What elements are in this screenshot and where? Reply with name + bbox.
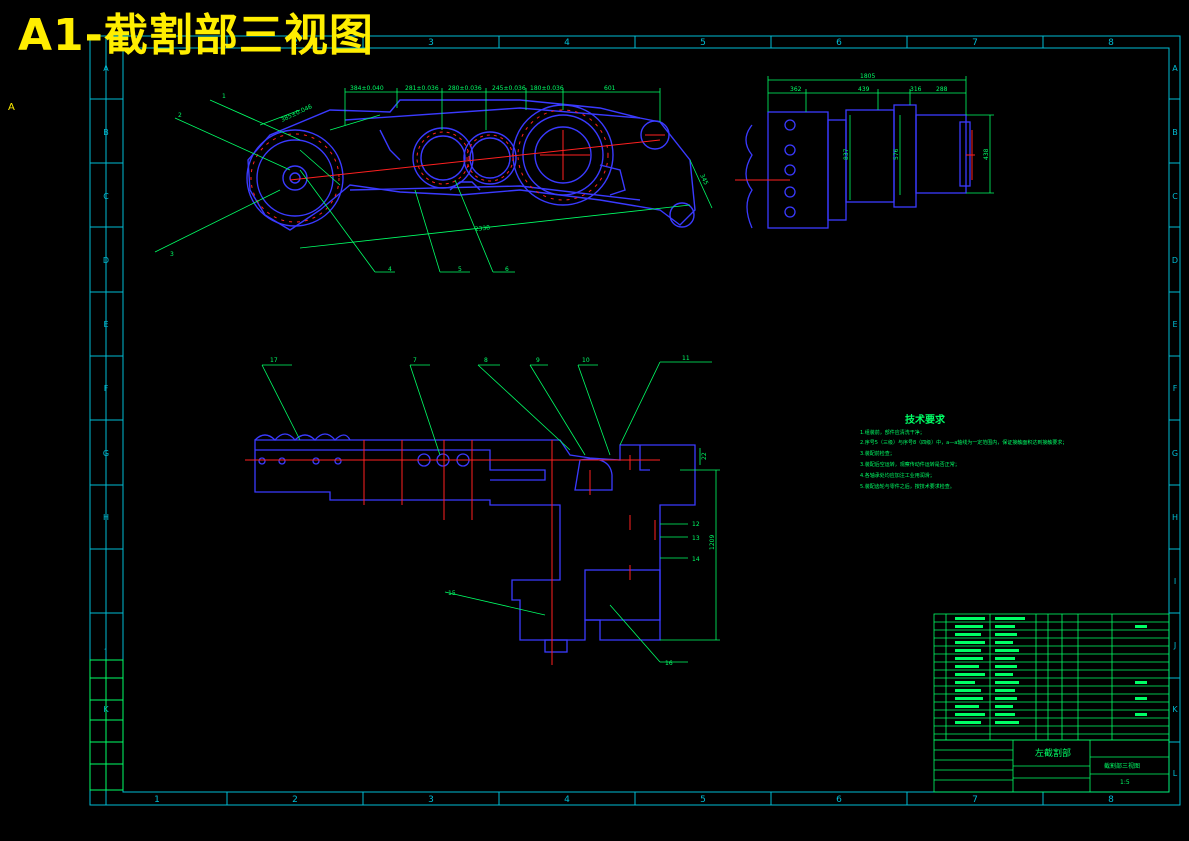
dim-288: 288 xyxy=(936,86,948,93)
parts-list xyxy=(933,613,1170,741)
svg-text:6: 6 xyxy=(836,795,842,805)
dim-601: 601 xyxy=(604,85,616,92)
svg-text:J: J xyxy=(1173,641,1176,650)
svg-text:5: 5 xyxy=(700,38,706,48)
svg-text:K: K xyxy=(1172,705,1178,714)
svg-text:4: 4 xyxy=(564,38,570,48)
tech-requirements: 技术要求 1.组装前，部件应清洗干净； 2.序号5（三级）与序号8（四级）中，a… xyxy=(860,413,1067,490)
svg-text:C: C xyxy=(103,192,109,201)
svg-text:G: G xyxy=(1172,449,1178,458)
svg-text:H: H xyxy=(103,513,109,522)
svg-text:B: B xyxy=(103,128,109,137)
svg-text:A: A xyxy=(103,64,109,73)
dim-362: 362 xyxy=(790,86,802,93)
left-stamp-table xyxy=(89,659,124,791)
dim-384: 384±0.040 xyxy=(350,85,384,92)
dim-576: 576 xyxy=(893,148,900,160)
tech-item-2: 2.序号5（三级）与序号8（四级）中，a—a轴线为一定范围内，保证接触面积达到接… xyxy=(860,439,1067,446)
balloon-16: 16 xyxy=(665,660,673,667)
svg-text:F: F xyxy=(104,384,109,393)
balloon-15: 15 xyxy=(448,590,456,597)
svg-text:8: 8 xyxy=(1108,38,1114,48)
balloon-13: 13 xyxy=(692,535,700,542)
svg-text:8: 8 xyxy=(1108,795,1114,805)
svg-text:B: B xyxy=(1172,128,1178,137)
tech-item-6: 5.装配齿轮与零件之后，按技术要求检查。 xyxy=(860,483,955,490)
svg-text:E: E xyxy=(1172,320,1177,329)
svg-text:3: 3 xyxy=(428,795,434,805)
corner-marker: A xyxy=(8,102,15,113)
svg-text:3: 3 xyxy=(428,38,434,48)
dim-316: 316 xyxy=(910,86,922,93)
dim-2338: 2338 xyxy=(474,224,490,233)
tech-item-1: 1.组装前，部件应清洗干净； xyxy=(860,429,925,436)
dim-438: 438 xyxy=(983,148,990,160)
svg-text:D: D xyxy=(103,256,109,265)
svg-text:F: F xyxy=(1173,384,1178,393)
dim-280: 280±0.036 xyxy=(448,85,482,92)
svg-text:6: 6 xyxy=(836,38,842,48)
drawing-frame xyxy=(89,35,1181,806)
balloon-17: 17 xyxy=(270,357,278,364)
svg-text:G: G xyxy=(103,449,109,458)
dim-439: 439 xyxy=(858,86,870,93)
dim-1209: 1209 xyxy=(709,535,716,550)
top-view: 384±0.040 281±0.036 280±0.036 245±0.036 … xyxy=(154,85,713,273)
svg-text:A: A xyxy=(1172,64,1178,73)
bottom-view: 17 7 8 9 10 11 12 13 14 15 16 22 1209 xyxy=(245,355,720,667)
balloon-9: 9 xyxy=(536,357,540,364)
balloon-12: 12 xyxy=(692,521,700,528)
tech-item-4: 3.装配后空运转，观察传动件运转是否正常； xyxy=(860,461,960,468)
balloon-7: 7 xyxy=(413,357,417,364)
tech-item-3: 3.装配前检查； xyxy=(860,450,895,457)
svg-text:2: 2 xyxy=(292,38,298,48)
side-view: 1805 362 439 316 288 837 576 438 xyxy=(735,73,994,229)
svg-text:I: I xyxy=(105,577,107,586)
dim-180: 180±0.036 xyxy=(530,85,564,92)
balloon-2: 2 xyxy=(178,112,182,119)
balloon-5: 5 xyxy=(458,266,462,273)
parts-list-fills xyxy=(955,617,1147,724)
svg-text:J: J xyxy=(104,641,107,650)
dim-245: 245±0.036 xyxy=(492,85,526,92)
balloon-3: 3 xyxy=(170,251,174,258)
drawing-name: 左截割部 xyxy=(1035,747,1071,759)
balloon-10: 10 xyxy=(582,357,590,364)
svg-text:I: I xyxy=(1174,577,1176,586)
title-block-text: 左截割部 截割部三视图 1:5 xyxy=(1035,747,1140,786)
dim-281: 281±0.036 xyxy=(405,85,439,92)
page-title: A1-截割部三视图 xyxy=(18,10,374,61)
svg-text:C: C xyxy=(1172,192,1178,201)
svg-text:E: E xyxy=(103,320,108,329)
dim-1805: 1805 xyxy=(860,73,875,80)
dim-345: 345 xyxy=(698,173,709,187)
sheet-title: 截割部三视图 xyxy=(1104,762,1140,770)
tech-heading: 技术要求 xyxy=(905,413,946,426)
tech-item-5: 4.各轴承处均应加注工业用润滑； xyxy=(860,472,935,479)
svg-text:7: 7 xyxy=(972,38,978,48)
balloon-6: 6 xyxy=(505,266,509,273)
dim-837: 837 xyxy=(843,148,850,160)
balloon-1: 1 xyxy=(222,93,226,100)
svg-text:2: 2 xyxy=(292,795,298,805)
svg-text:D: D xyxy=(1172,256,1178,265)
balloon-11: 11 xyxy=(682,355,690,362)
svg-text:7: 7 xyxy=(972,795,978,805)
svg-text:L: L xyxy=(1173,769,1178,778)
balloon-14: 14 xyxy=(692,556,700,563)
scale: 1:5 xyxy=(1120,779,1130,786)
frame-column-labels: 2 3 4 5 6 7 8 1 2 3 4 5 6 7 8 xyxy=(154,38,1114,805)
title-block xyxy=(933,739,1170,793)
svg-text:H: H xyxy=(1172,513,1178,522)
svg-text:5: 5 xyxy=(700,795,706,805)
dim-22: 22 xyxy=(701,452,708,460)
balloon-4: 4 xyxy=(388,266,392,273)
balloon-8: 8 xyxy=(484,357,488,364)
svg-text:4: 4 xyxy=(564,795,570,805)
svg-text:1: 1 xyxy=(154,795,160,805)
